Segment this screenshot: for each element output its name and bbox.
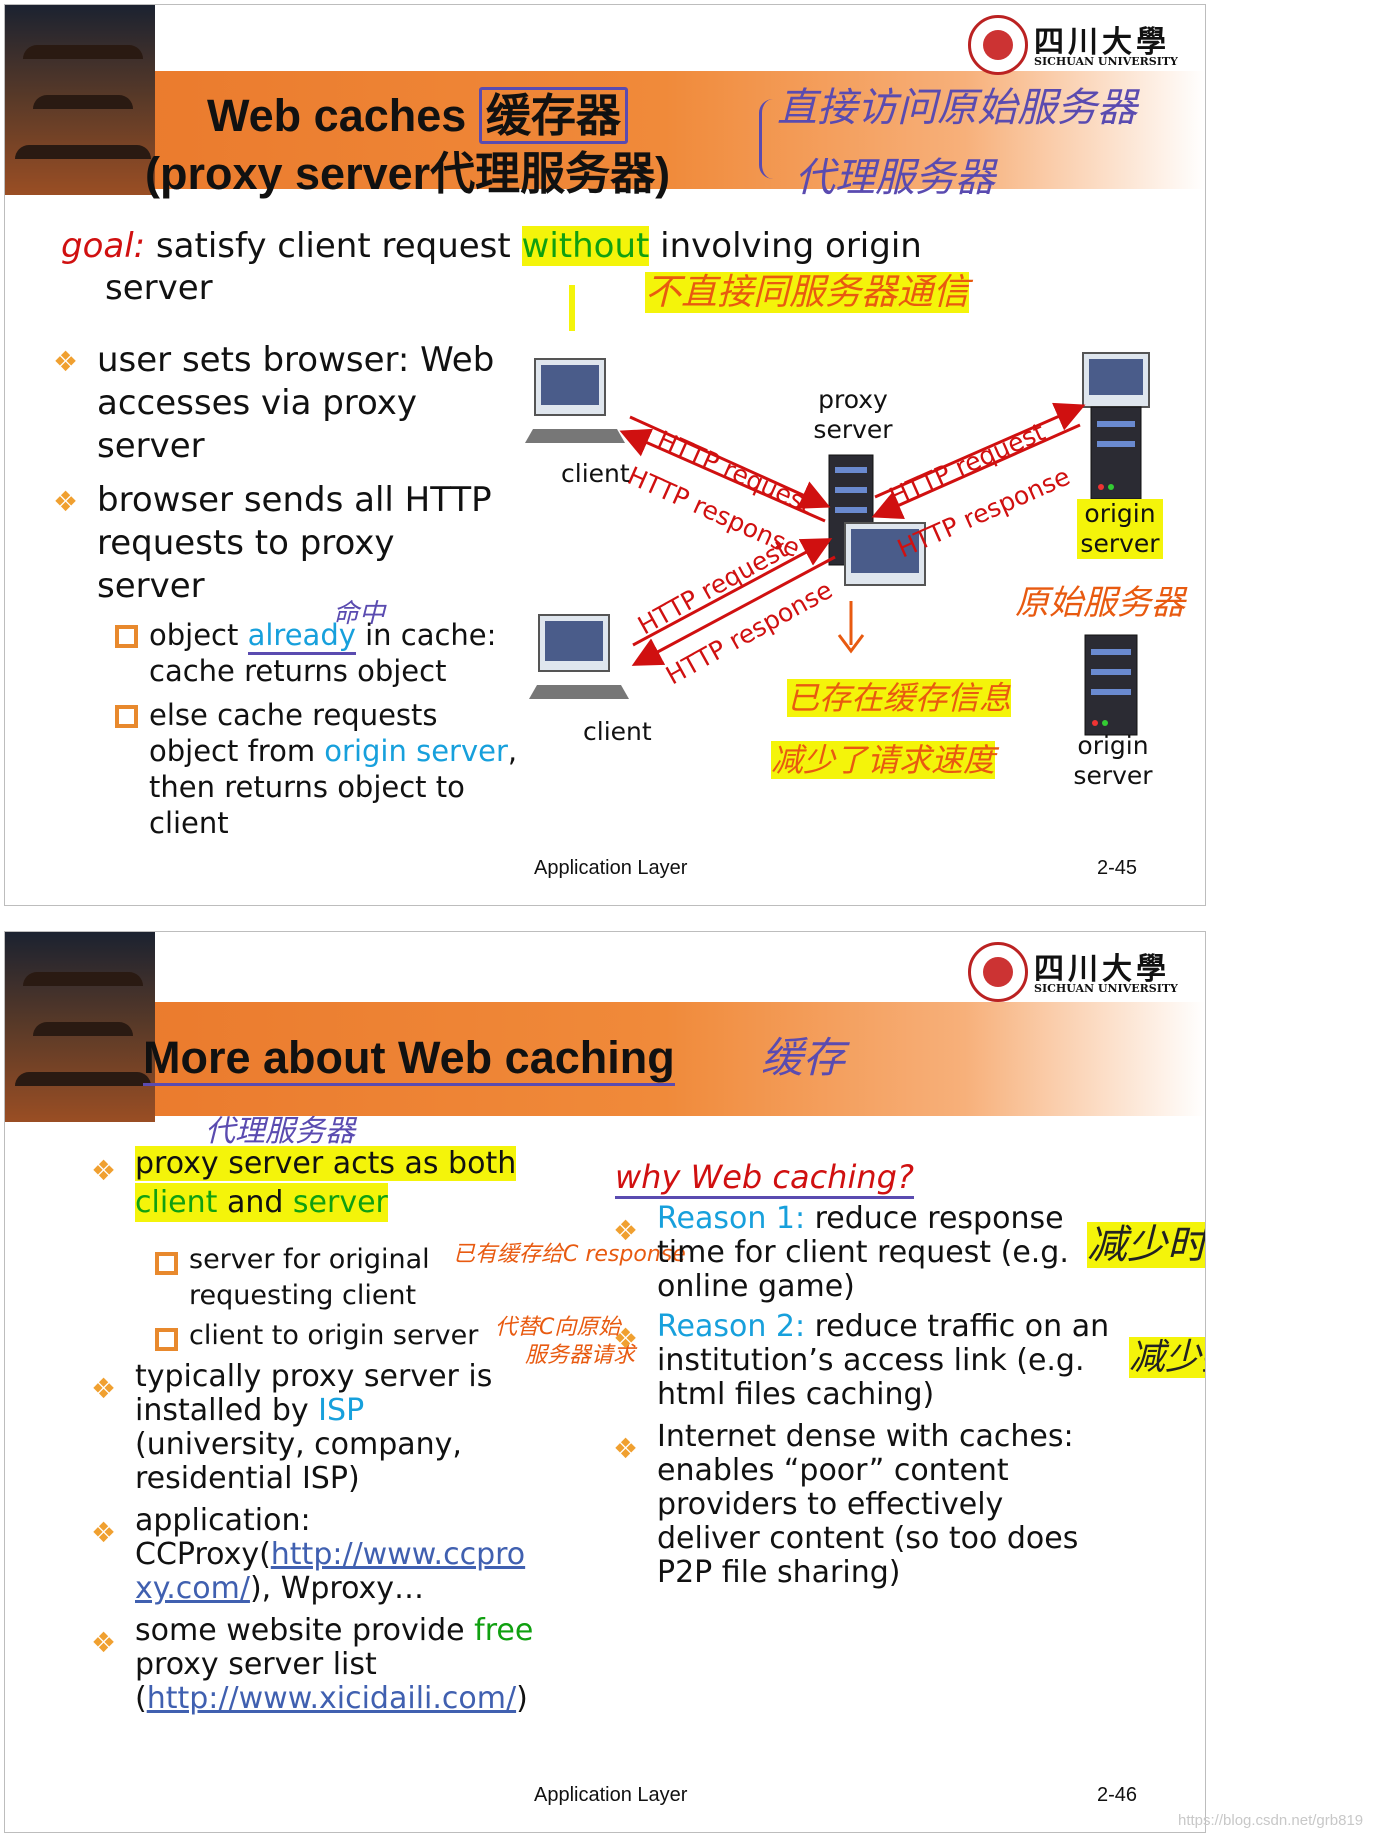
highlight-mark bbox=[569, 285, 575, 331]
client-top-icon bbox=[525, 358, 625, 443]
title-banner bbox=[5, 71, 1205, 189]
note-direct-access: 直接访问原始服务器 bbox=[777, 85, 1137, 131]
note-no-direct: 不直接同服务器通信 bbox=[645, 272, 970, 313]
origin-server-bottom-label: origin server bbox=[1073, 731, 1153, 790]
bullet-icon: ❖ bbox=[53, 345, 79, 378]
proxy-server-icon bbox=[828, 454, 926, 586]
slide-2-45: 四川大學 SICHUAN UNIVERSITY Web caches 缓存器 (… bbox=[4, 4, 1206, 906]
xicidaili-link[interactable]: http://www.xicidaili.com/ bbox=[146, 1681, 517, 1716]
bullet-icon: ❖ bbox=[91, 1154, 117, 1187]
arrow-response-origin bbox=[871, 423, 1081, 519]
page-number: 2-46 bbox=[1097, 1784, 1138, 1806]
bullet-icon: ❖ bbox=[91, 1626, 117, 1659]
note-origin-server: 原始服务器 bbox=[1015, 583, 1185, 623]
bullet-reason-2: Reason 2: reduce traffic on an instituti… bbox=[657, 1309, 1110, 1412]
proxy-server-label: proxy server bbox=[813, 385, 893, 444]
university-logo: 四川大學 SICHUAN UNIVERSITY bbox=[968, 940, 1198, 1002]
footer-title: Application Layer bbox=[534, 1784, 688, 1806]
bullet-installed-by-isp: typically proxy server is installed by I… bbox=[135, 1359, 493, 1496]
sub-bullet-icon bbox=[115, 625, 138, 648]
note-speed: 减少了请求速度 bbox=[771, 741, 996, 779]
origin-server-bottom-icon bbox=[1084, 634, 1138, 736]
arrow-response-client-top bbox=[619, 428, 826, 523]
sub-client-to-origin: client to origin server bbox=[189, 1320, 479, 1351]
slide-2-46: 四川大學 SICHUAN UNIVERSITY More about Web c… bbox=[4, 931, 1206, 1833]
bullet-free-proxy-list: some website provide free proxy server l… bbox=[135, 1613, 534, 1716]
bullet-reason-1: Reason 1: reduce response time for clien… bbox=[657, 1201, 1069, 1304]
why-web-caching-heading: why Web caching? bbox=[615, 1158, 914, 1199]
university-name-cn: 四川大學 bbox=[1034, 25, 1170, 60]
note-cached-response: 已有缓存给C response bbox=[453, 1242, 686, 1267]
bullet-internet-dense: Internet dense with caches: enables “poo… bbox=[657, 1419, 1079, 1590]
university-seal-icon bbox=[968, 15, 1028, 75]
bullet-acts-as-both: proxy server acts as both client and ser… bbox=[135, 1146, 517, 1222]
origin-server-top-icon bbox=[1082, 352, 1150, 500]
goal-line-2: server bbox=[105, 268, 213, 308]
arrow-request-client-top bbox=[629, 415, 831, 509]
building-photo bbox=[5, 5, 155, 195]
client-bottom-label: client bbox=[583, 717, 652, 746]
slide-title: More about Web caching bbox=[143, 1032, 675, 1086]
client-bottom-icon bbox=[529, 614, 629, 699]
note-cached-info: 已存在缓存信息 bbox=[787, 679, 1012, 717]
note-reduce-time: 减少时间 bbox=[1087, 1212, 1205, 1270]
university-name-en: SICHUAN UNIVERSITY bbox=[1034, 982, 1178, 995]
university-name-en: SICHUAN UNIVERSITY bbox=[1034, 55, 1178, 68]
bullet-icon: ❖ bbox=[613, 1322, 639, 1355]
note-cache: 缓存 bbox=[761, 1033, 846, 1082]
sub-bullet-icon bbox=[155, 1328, 178, 1351]
watermark: https://blog.csdn.net/grb819 bbox=[1178, 1812, 1364, 1829]
page-number: 2-45 bbox=[1097, 857, 1138, 879]
bullet-user-sets-browser: user sets browser: Web accesses via prox… bbox=[97, 340, 495, 466]
sub-server-for-client: server for original requesting client bbox=[189, 1244, 430, 1311]
arrow-request-origin bbox=[874, 402, 1086, 499]
note-hit: 命中 bbox=[333, 599, 386, 629]
ccproxy-link[interactable]: http://www.ccpro bbox=[270, 1537, 526, 1572]
arrow-request-client-bottom bbox=[632, 538, 833, 647]
bullet-icon: ❖ bbox=[91, 1516, 117, 1549]
university-logo: 四川大學 SICHUAN UNIVERSITY bbox=[968, 13, 1198, 75]
bullet-browser-sends: browser sends all HTTP requests to proxy… bbox=[97, 480, 492, 606]
bullet-icon: ❖ bbox=[91, 1372, 117, 1405]
note-reduce-traffic: 减少接入流量 bbox=[1129, 1328, 1205, 1380]
note-proxy-server: 代理服务器 bbox=[795, 155, 995, 201]
footer-title: Application Layer bbox=[534, 857, 688, 879]
bullet-icon: ❖ bbox=[613, 1432, 639, 1465]
sub-bullet-icon bbox=[115, 705, 138, 728]
note-brace bbox=[759, 99, 776, 179]
origin-server-top-label: origin server bbox=[1077, 499, 1163, 559]
bullet-icon: ❖ bbox=[613, 1214, 639, 1247]
slide-subtitle: (proxy server代理服务器) bbox=[145, 148, 671, 199]
arrow-response-client-bottom bbox=[631, 555, 836, 666]
sub-object-in-cache: object already in cache: cache returns o… bbox=[149, 618, 497, 688]
note-request-for-c: 代替C向原始 服务器请求 bbox=[495, 1315, 636, 1368]
building-photo bbox=[5, 932, 155, 1122]
university-name-cn: 四川大學 bbox=[1034, 952, 1170, 987]
ccproxy-link-cont[interactable]: xy.com/ bbox=[135, 1571, 250, 1606]
note-proxy-server: 代理服务器 bbox=[205, 1114, 355, 1149]
title-banner bbox=[5, 1002, 1205, 1116]
sub-bullet-icon bbox=[155, 1252, 178, 1275]
client-top-label: client bbox=[561, 459, 630, 488]
title-boxed-word: 缓存器 bbox=[478, 87, 628, 144]
sub-else-cache-requests: else cache requests object from origin s… bbox=[149, 698, 518, 840]
goal-line: goal: satisfy client request without inv… bbox=[61, 226, 922, 266]
bullet-application: application: CCProxy(http://www.ccpro xy… bbox=[135, 1503, 526, 1606]
university-seal-icon bbox=[968, 942, 1028, 1002]
slide-title: Web caches 缓存器 bbox=[207, 79, 628, 144]
proxy-diagram bbox=[525, 352, 1150, 736]
bullet-icon: ❖ bbox=[53, 485, 79, 518]
